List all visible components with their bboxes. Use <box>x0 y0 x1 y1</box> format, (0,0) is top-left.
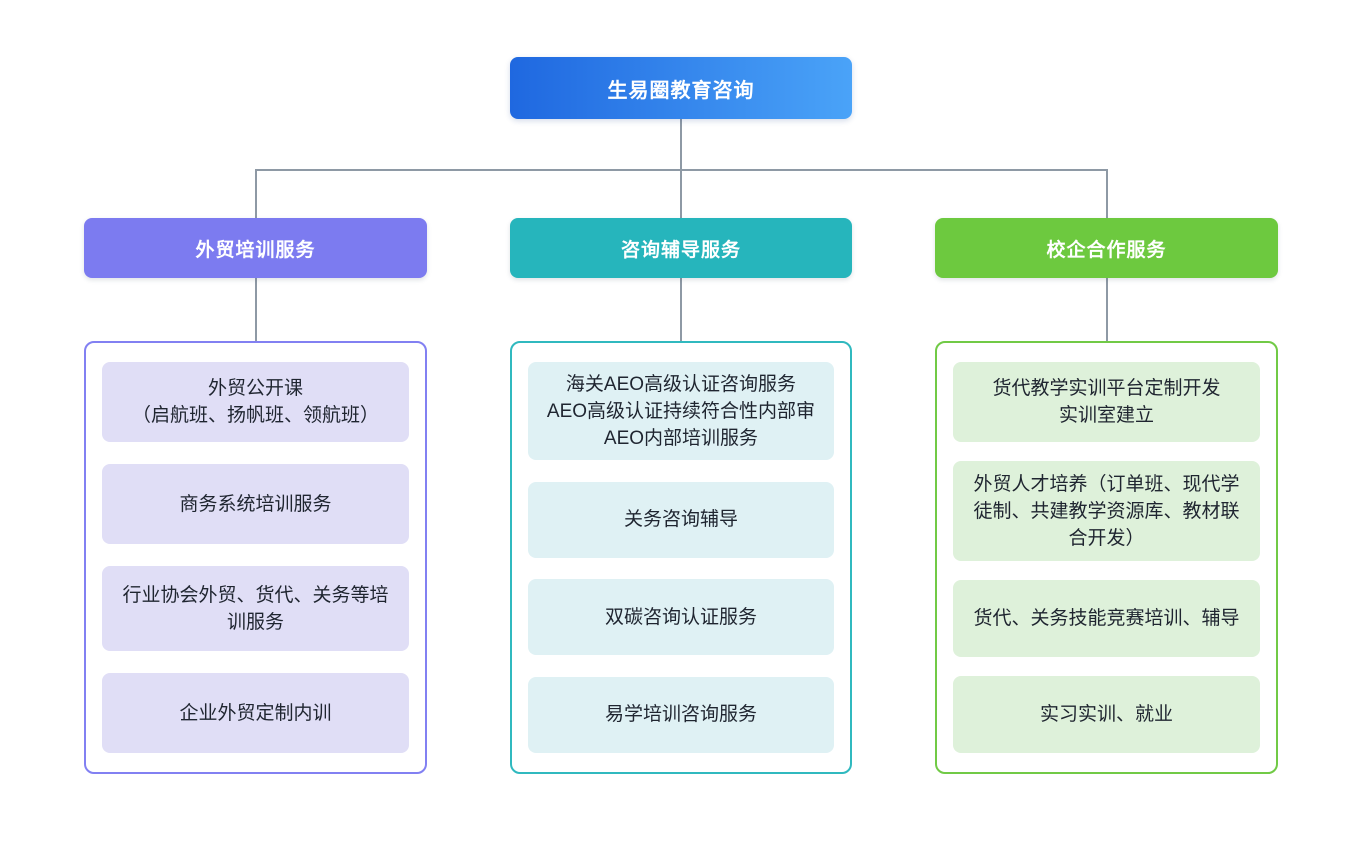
tree-node-item: 货代教学实训平台定制开发 实训室建立 <box>953 362 1260 442</box>
branch-group-foreign-trade-training: 外贸公开课 （启航班、扬帆班、领航班） 商务系统培训服务 行业协会外贸、货代、关… <box>84 341 427 774</box>
tree-node-item: 实习实训、就业 <box>953 676 1260 753</box>
branch-header-school-enterprise: 校企合作服务 <box>935 218 1278 278</box>
branch-header-foreign-trade-training: 外贸培训服务 <box>84 218 427 278</box>
connector-line <box>1106 169 1108 218</box>
tree-node-item: 企业外贸定制内训 <box>102 673 409 753</box>
tree-node-item: 货代、关务技能竞赛培训、辅导 <box>953 580 1260 657</box>
connector-line <box>255 278 257 341</box>
branch-group-consulting-coaching: 海关AEO高级认证咨询服务 AEO高级认证持续符合性内部审 AEO内部培训服务 … <box>510 341 852 774</box>
connector-line <box>1106 278 1108 341</box>
tree-node-item: 外贸公开课 （启航班、扬帆班、领航班） <box>102 362 409 442</box>
connector-line <box>680 169 682 218</box>
branch-group-school-enterprise: 货代教学实训平台定制开发 实训室建立 外贸人才培养（订单班、现代学徒制、共建教学… <box>935 341 1278 774</box>
connector-line <box>255 169 257 218</box>
connector-line <box>680 278 682 341</box>
tree-node-item: 外贸人才培养（订单班、现代学徒制、共建教学资源库、教材联合开发） <box>953 461 1260 561</box>
tree-node-item: 双碳咨询认证服务 <box>528 579 834 656</box>
branch-header-consulting-coaching: 咨询辅导服务 <box>510 218 852 278</box>
tree-node-item: 商务系统培训服务 <box>102 464 409 544</box>
tree-node-item: 海关AEO高级认证咨询服务 AEO高级认证持续符合性内部审 AEO内部培训服务 <box>528 362 834 460</box>
tree-node-item: 关务咨询辅导 <box>528 481 834 558</box>
root-node: 生易圈教育咨询 <box>510 57 852 119</box>
connector-line <box>680 119 682 170</box>
tree-node-item: 易学培训咨询服务 <box>528 676 834 753</box>
tree-node-item: 行业协会外贸、货代、关务等培训服务 <box>102 566 409 651</box>
